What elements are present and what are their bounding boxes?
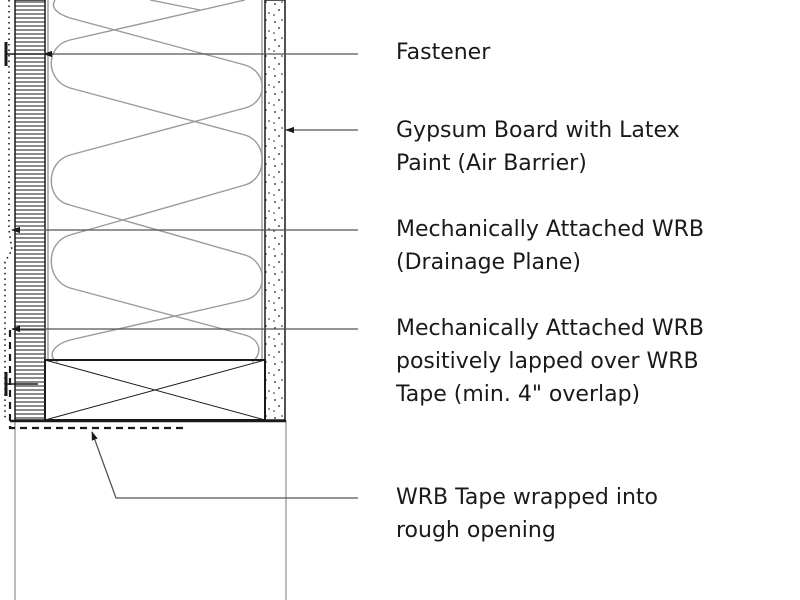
fastener-icon	[4, 42, 44, 66]
fastener-icon	[4, 372, 38, 396]
label-gypsum-line-1: Gypsum Board with Latex	[396, 118, 680, 143]
label-wrb-lapped-line-3: Tape (min. 4" overlap)	[396, 382, 641, 407]
label-wrb-lapped-line-1: Mechanically Attached WRB	[396, 316, 704, 341]
label-wrb-drainage-line-1: Mechanically Attached WRB	[396, 217, 704, 242]
label-wrb-drainage: Mechanically Attached WRB (Drainage Plan…	[396, 213, 796, 279]
wrb-tape-dashed-line	[8, 330, 185, 430]
leader-wrb-tape	[91, 431, 358, 499]
label-fastener-line: Fastener	[396, 40, 491, 65]
label-fastener: Fastener	[396, 36, 796, 69]
siding-hatch-pattern	[14, 0, 46, 421]
label-wrb-drainage-line-2: (Drainage Plane)	[396, 250, 582, 275]
gypsum-stipple-pattern	[264, 0, 286, 421]
label-gypsum-line-2: Paint (Air Barrier)	[396, 151, 587, 176]
batt-insulation-pattern	[47, 0, 263, 363]
label-gypsum-board: Gypsum Board with Latex Paint (Air Barri…	[396, 114, 796, 180]
label-wrb-tape: WRB Tape wrapped into rough opening	[396, 481, 796, 547]
label-wrb-tape-line-2: rough opening	[396, 518, 556, 543]
label-wrb-tape-line-1: WRB Tape wrapped into	[396, 485, 658, 510]
label-wrb-lapped-line-2: positively lapped over WRB	[396, 349, 699, 374]
blocking-cross-icon	[44, 359, 266, 421]
label-wrb-lapped: Mechanically Attached WRB positively lap…	[396, 312, 796, 411]
